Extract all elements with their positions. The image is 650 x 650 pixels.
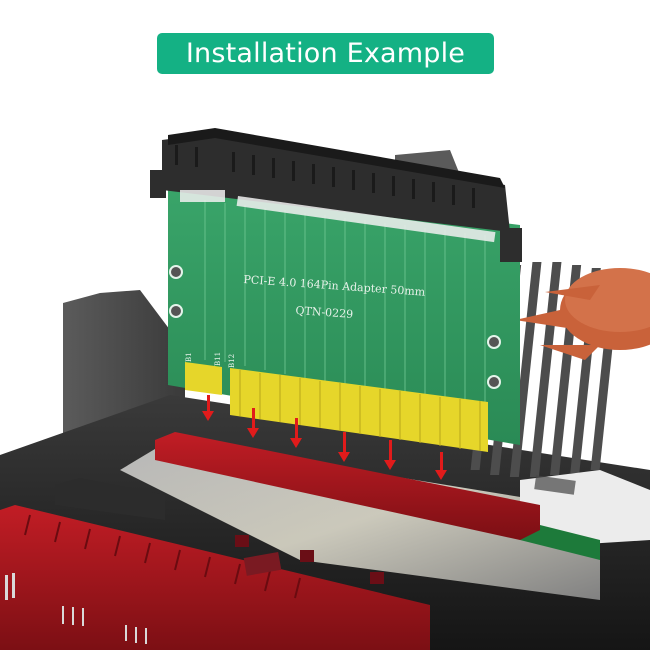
pin-label-b12: B12 [228, 353, 236, 368]
pin-label-b1: B1 [185, 352, 193, 362]
pin-label-b11: B11 [214, 351, 222, 366]
title-banner: Installation Example [157, 33, 494, 74]
page-title: Installation Example [185, 38, 466, 69]
